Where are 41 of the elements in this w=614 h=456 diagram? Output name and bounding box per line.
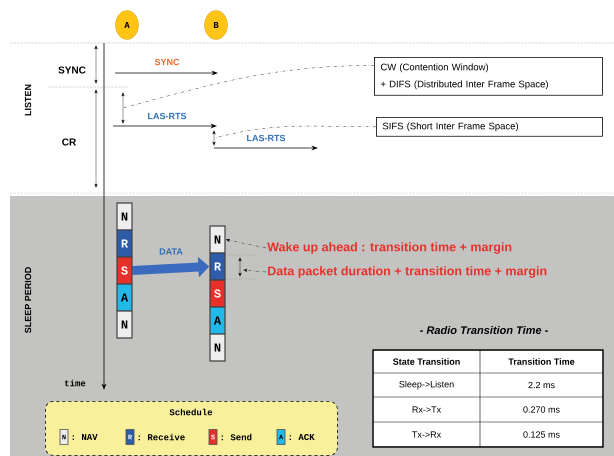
message-label: SYNC: [154, 58, 180, 66]
schedule-slot: S: [209, 279, 226, 308]
schedule-slot: N: [209, 333, 226, 362]
legend-text: : NAV: [72, 434, 98, 440]
edge-label: DATA: [160, 248, 183, 255]
schedule-slot: S: [116, 256, 133, 285]
table-cell: 0.270 ms: [523, 406, 560, 413]
schedule-slot: N: [116, 202, 133, 231]
message-label: LAS-RTS: [247, 134, 286, 142]
interval-label: CR: [62, 138, 76, 146]
table-cell: Tx->Rx: [412, 431, 442, 438]
legend-title: Schedule: [170, 408, 212, 416]
legend-box: [45, 401, 338, 456]
annotation-text: Wake up ahead : transition time + margin: [267, 242, 512, 254]
legend-text: : Receive: [138, 434, 185, 440]
schedule-slot: R: [209, 252, 226, 281]
table-cell: State Transition: [393, 358, 460, 365]
note-box: CW (Contention Window) + DIFS (Distributed Inter Frame Space): [374, 57, 603, 96]
section-label: SLEEP PERIOD: [24, 267, 32, 333]
schedule-slot: N: [116, 310, 133, 339]
table-cell: Rx->Tx: [412, 406, 442, 413]
legend-text: : ACK: [290, 434, 315, 440]
schedule-slot: R: [116, 229, 133, 258]
schedule-slot: A: [209, 306, 226, 335]
leader-line: [122, 65, 374, 108]
interval-label: SYNC: [58, 66, 86, 74]
leader-line: [243, 268, 266, 272]
note-box: SIFS (Short Inter Frame Space): [376, 117, 603, 137]
schedule-slot: N: [209, 225, 226, 254]
table-cell: Transition Time: [508, 358, 574, 365]
axis-label: time: [64, 380, 86, 386]
message-label: LAS-RTS: [148, 112, 186, 120]
table-title: - Radio Transition Time -: [420, 326, 548, 334]
leader-line: [226, 238, 266, 248]
schedule-slot: A: [116, 283, 133, 312]
table-cell: 0.125 ms: [523, 431, 560, 438]
table-cell: Sleep->Listen: [399, 380, 454, 390]
section-label: LISTEN: [24, 84, 32, 116]
table-cell: 2.2 ms: [528, 382, 555, 388]
annotation-text: Data packet duration + transition time + margin: [268, 266, 546, 278]
legend-text: : Send: [222, 434, 252, 440]
